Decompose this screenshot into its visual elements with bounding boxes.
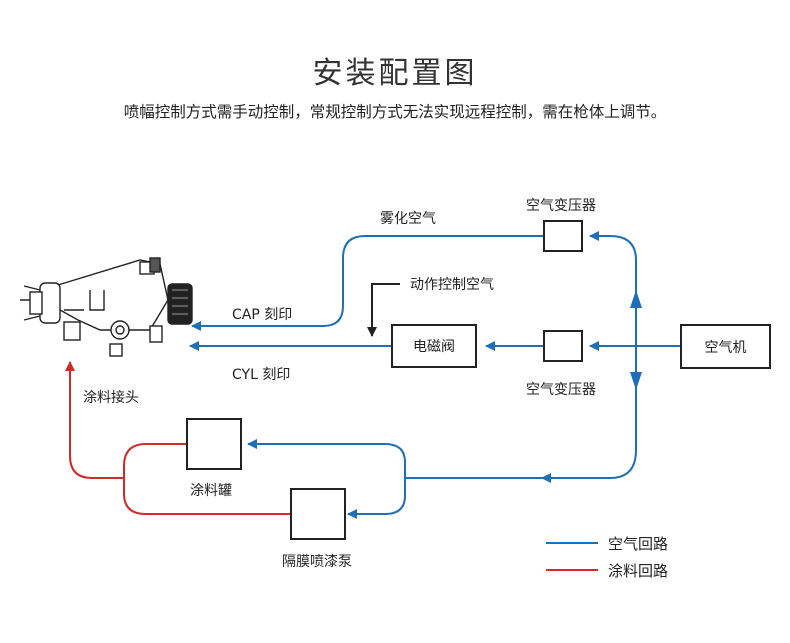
solenoid-valve-box: [391, 324, 477, 368]
compressor-label: 空气机: [704, 339, 747, 356]
label-diaphragm-pump: 隔膜喷漆泵: [282, 554, 352, 570]
legend-air-label: 空气回路: [608, 535, 669, 553]
air-trunk-bottom-curve: [541, 449, 637, 483]
pressure-regulator-bottom-box: [543, 330, 583, 362]
air-line-to-pump: [347, 478, 406, 519]
diaphragm-pump-box: [290, 488, 346, 540]
action-air-line: [367, 283, 400, 337]
label-action-control-air: 动作控制空气: [410, 277, 494, 293]
legend-paint-label: 涂料回路: [608, 562, 669, 580]
air-down-arrowhead: [630, 372, 642, 390]
compressor-box: [680, 324, 771, 369]
spray-gun-icon: [20, 257, 193, 357]
pressure-regulator-top-box: [543, 220, 583, 252]
label-pressure-regulator-bottom: 空气变压器: [526, 382, 596, 398]
paint-line-to-inlet: [65, 361, 124, 479]
air-line-to-paint-tank: [247, 439, 406, 478]
air-trunk-top-curve: [589, 231, 637, 261]
label-cap-mark: CAP 刻印: [232, 307, 293, 323]
label-atomize-air: 雾化空气: [380, 211, 436, 227]
label-pressure-regulator-top: 空气变压器: [526, 198, 596, 214]
label-paint-tank: 涂料罐: [190, 483, 232, 499]
paint-tank-box: [186, 418, 242, 470]
page-title: 安装配置图: [312, 56, 478, 91]
paint-line-tank: [123, 443, 290, 515]
air-line-atomize-to-cap: [191, 235, 543, 331]
solenoid-valve-label: 电磁阀: [413, 339, 455, 355]
page-subtitle: 喷幅控制方式需手动控制，常规控制方式无法实现远程控制，需在枪体上调节。: [123, 103, 667, 121]
label-cyl-mark: CYL 刻印: [232, 367, 291, 383]
label-paint-inlet: 涂料接头: [83, 390, 139, 406]
air-up-arrowhead: [630, 290, 642, 308]
